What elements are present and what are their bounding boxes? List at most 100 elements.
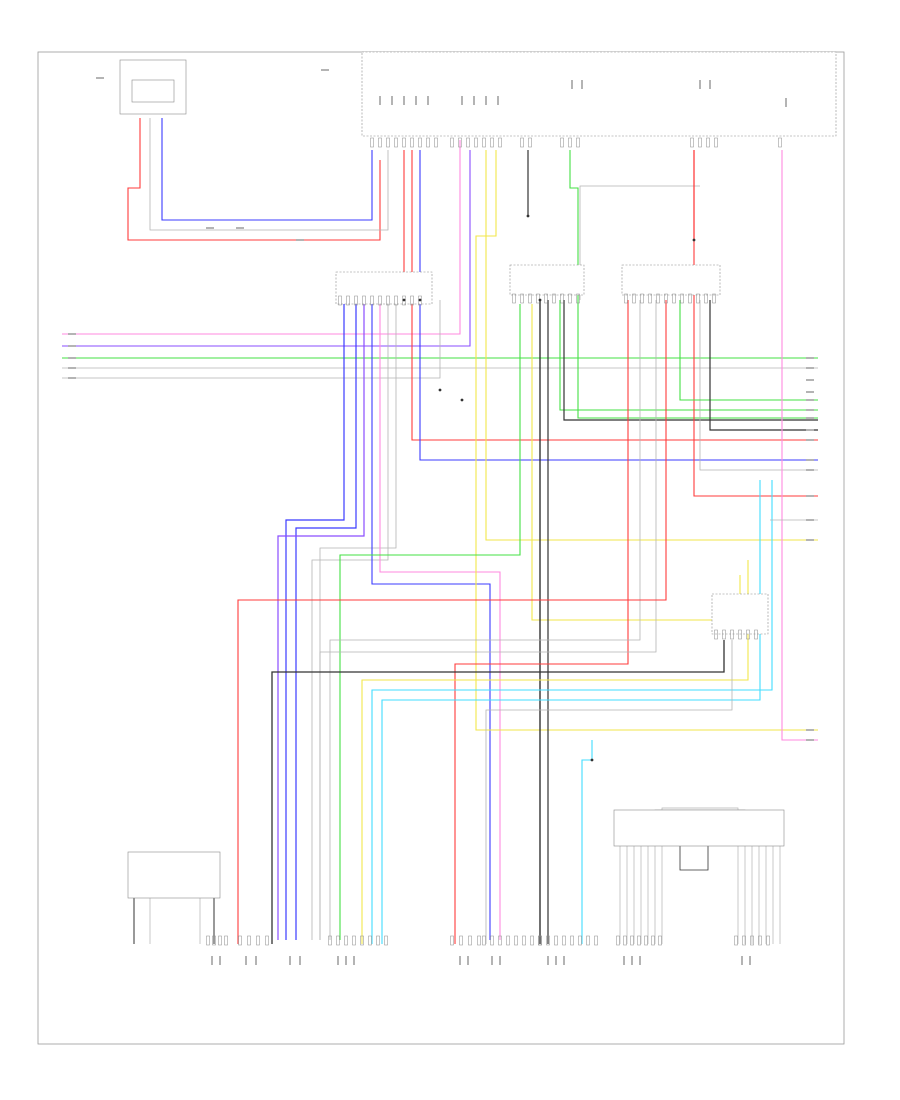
terminal-pin-icon xyxy=(722,629,726,640)
splice-dot-icon xyxy=(692,238,696,242)
label-mark xyxy=(555,956,557,965)
splice-dot-icon xyxy=(526,214,530,218)
terminal-pin-icon xyxy=(648,293,652,304)
terminal-pin-icon xyxy=(562,935,566,946)
terminal-pin-icon xyxy=(370,295,374,306)
label-mark xyxy=(806,539,814,541)
terminal-pin-icon xyxy=(256,935,260,946)
terminal-pin-icon xyxy=(512,293,516,304)
terminal-pin-icon xyxy=(704,293,708,304)
terminal-layer xyxy=(206,137,782,946)
splice-dot-icon xyxy=(418,298,422,302)
label-mark xyxy=(547,956,549,965)
terminal-pin-icon xyxy=(238,935,242,946)
wire-green xyxy=(679,300,818,401)
terminal-pin-icon xyxy=(696,293,700,304)
terminal-pin-icon xyxy=(714,629,718,640)
connector-box-icon xyxy=(621,264,721,296)
wire-gray xyxy=(485,640,733,944)
label-layer xyxy=(68,69,814,965)
label-mark xyxy=(68,345,76,347)
wire-yellow xyxy=(475,150,818,731)
wire-black xyxy=(679,846,709,871)
terminal-pin-icon xyxy=(482,137,486,148)
label-mark xyxy=(206,227,214,229)
splice-dot-icon xyxy=(538,298,542,302)
terminal-pin-icon xyxy=(712,293,716,304)
wire-gray xyxy=(661,807,739,944)
label-mark xyxy=(806,367,814,369)
terminal-pin-icon xyxy=(466,137,470,148)
terminal-pin-icon xyxy=(568,137,572,148)
label-mark xyxy=(236,227,244,229)
terminal-pin-icon xyxy=(352,935,356,946)
label-mark xyxy=(806,439,814,441)
connector-box-icon xyxy=(613,809,785,847)
wire-cyan xyxy=(581,740,593,944)
label-mark xyxy=(741,956,743,965)
label-mark xyxy=(639,956,641,965)
terminal-pin-icon xyxy=(594,935,598,946)
terminal-pin-icon xyxy=(570,935,574,946)
terminal-pin-icon xyxy=(212,935,216,946)
terminal-pin-icon xyxy=(376,935,380,946)
terminal-pin-icon xyxy=(434,137,438,148)
label-mark xyxy=(473,96,475,105)
wire-gray xyxy=(699,300,818,471)
terminal-pin-icon xyxy=(362,295,366,306)
label-mark xyxy=(321,69,329,71)
terminal-pin-icon xyxy=(538,935,542,946)
terminal-pin-icon xyxy=(206,935,210,946)
terminal-pin-icon xyxy=(450,935,454,946)
wire-cyan xyxy=(371,480,773,944)
terminal-pin-icon xyxy=(658,935,662,946)
wire-gray xyxy=(329,300,641,940)
label-mark xyxy=(806,459,814,461)
label-mark xyxy=(491,956,493,965)
terminal-pin-icon xyxy=(640,293,644,304)
terminal-pin-icon xyxy=(624,293,628,304)
splice-dot-icon xyxy=(460,398,464,402)
label-mark xyxy=(623,956,625,965)
terminal-pin-icon xyxy=(738,629,742,640)
label-mark xyxy=(497,96,499,105)
terminal-pin-icon xyxy=(637,935,641,946)
terminal-pin-icon xyxy=(546,935,550,946)
wire-blue xyxy=(419,150,818,461)
terminal-pin-icon xyxy=(742,935,746,946)
terminal-pin-icon xyxy=(338,295,342,306)
terminal-pin-icon xyxy=(394,137,398,148)
terminal-pin-icon xyxy=(672,293,676,304)
terminal-pin-icon xyxy=(578,935,582,946)
label-mark xyxy=(68,367,76,369)
label-mark xyxy=(806,469,814,471)
label-mark xyxy=(806,391,814,393)
terminal-pin-icon xyxy=(490,137,494,148)
terminal-pin-icon xyxy=(754,629,758,640)
terminal-pin-icon xyxy=(560,293,564,304)
wire-blue xyxy=(285,304,345,940)
label-mark xyxy=(459,956,461,965)
label-mark xyxy=(499,956,501,965)
connector-box-icon xyxy=(509,264,585,296)
terminal-pin-icon xyxy=(528,137,532,148)
label-mark xyxy=(485,96,487,105)
terminal-pin-icon xyxy=(410,137,414,148)
terminal-pin-icon xyxy=(224,935,228,946)
terminal-pin-icon xyxy=(778,137,782,148)
terminal-pin-icon xyxy=(402,137,406,148)
terminal-pin-icon xyxy=(554,935,558,946)
label-mark xyxy=(563,956,565,965)
wire-pink xyxy=(379,304,501,940)
label-mark xyxy=(68,357,76,359)
terminal-pin-icon xyxy=(544,293,548,304)
wire-green xyxy=(569,150,818,419)
terminal-pin-icon xyxy=(568,293,572,304)
terminal-pin-icon xyxy=(552,293,556,304)
label-mark xyxy=(427,96,429,105)
label-mark xyxy=(806,409,814,411)
terminal-pin-icon xyxy=(354,295,358,306)
label-mark xyxy=(299,956,301,965)
terminal-pin-icon xyxy=(750,935,754,946)
